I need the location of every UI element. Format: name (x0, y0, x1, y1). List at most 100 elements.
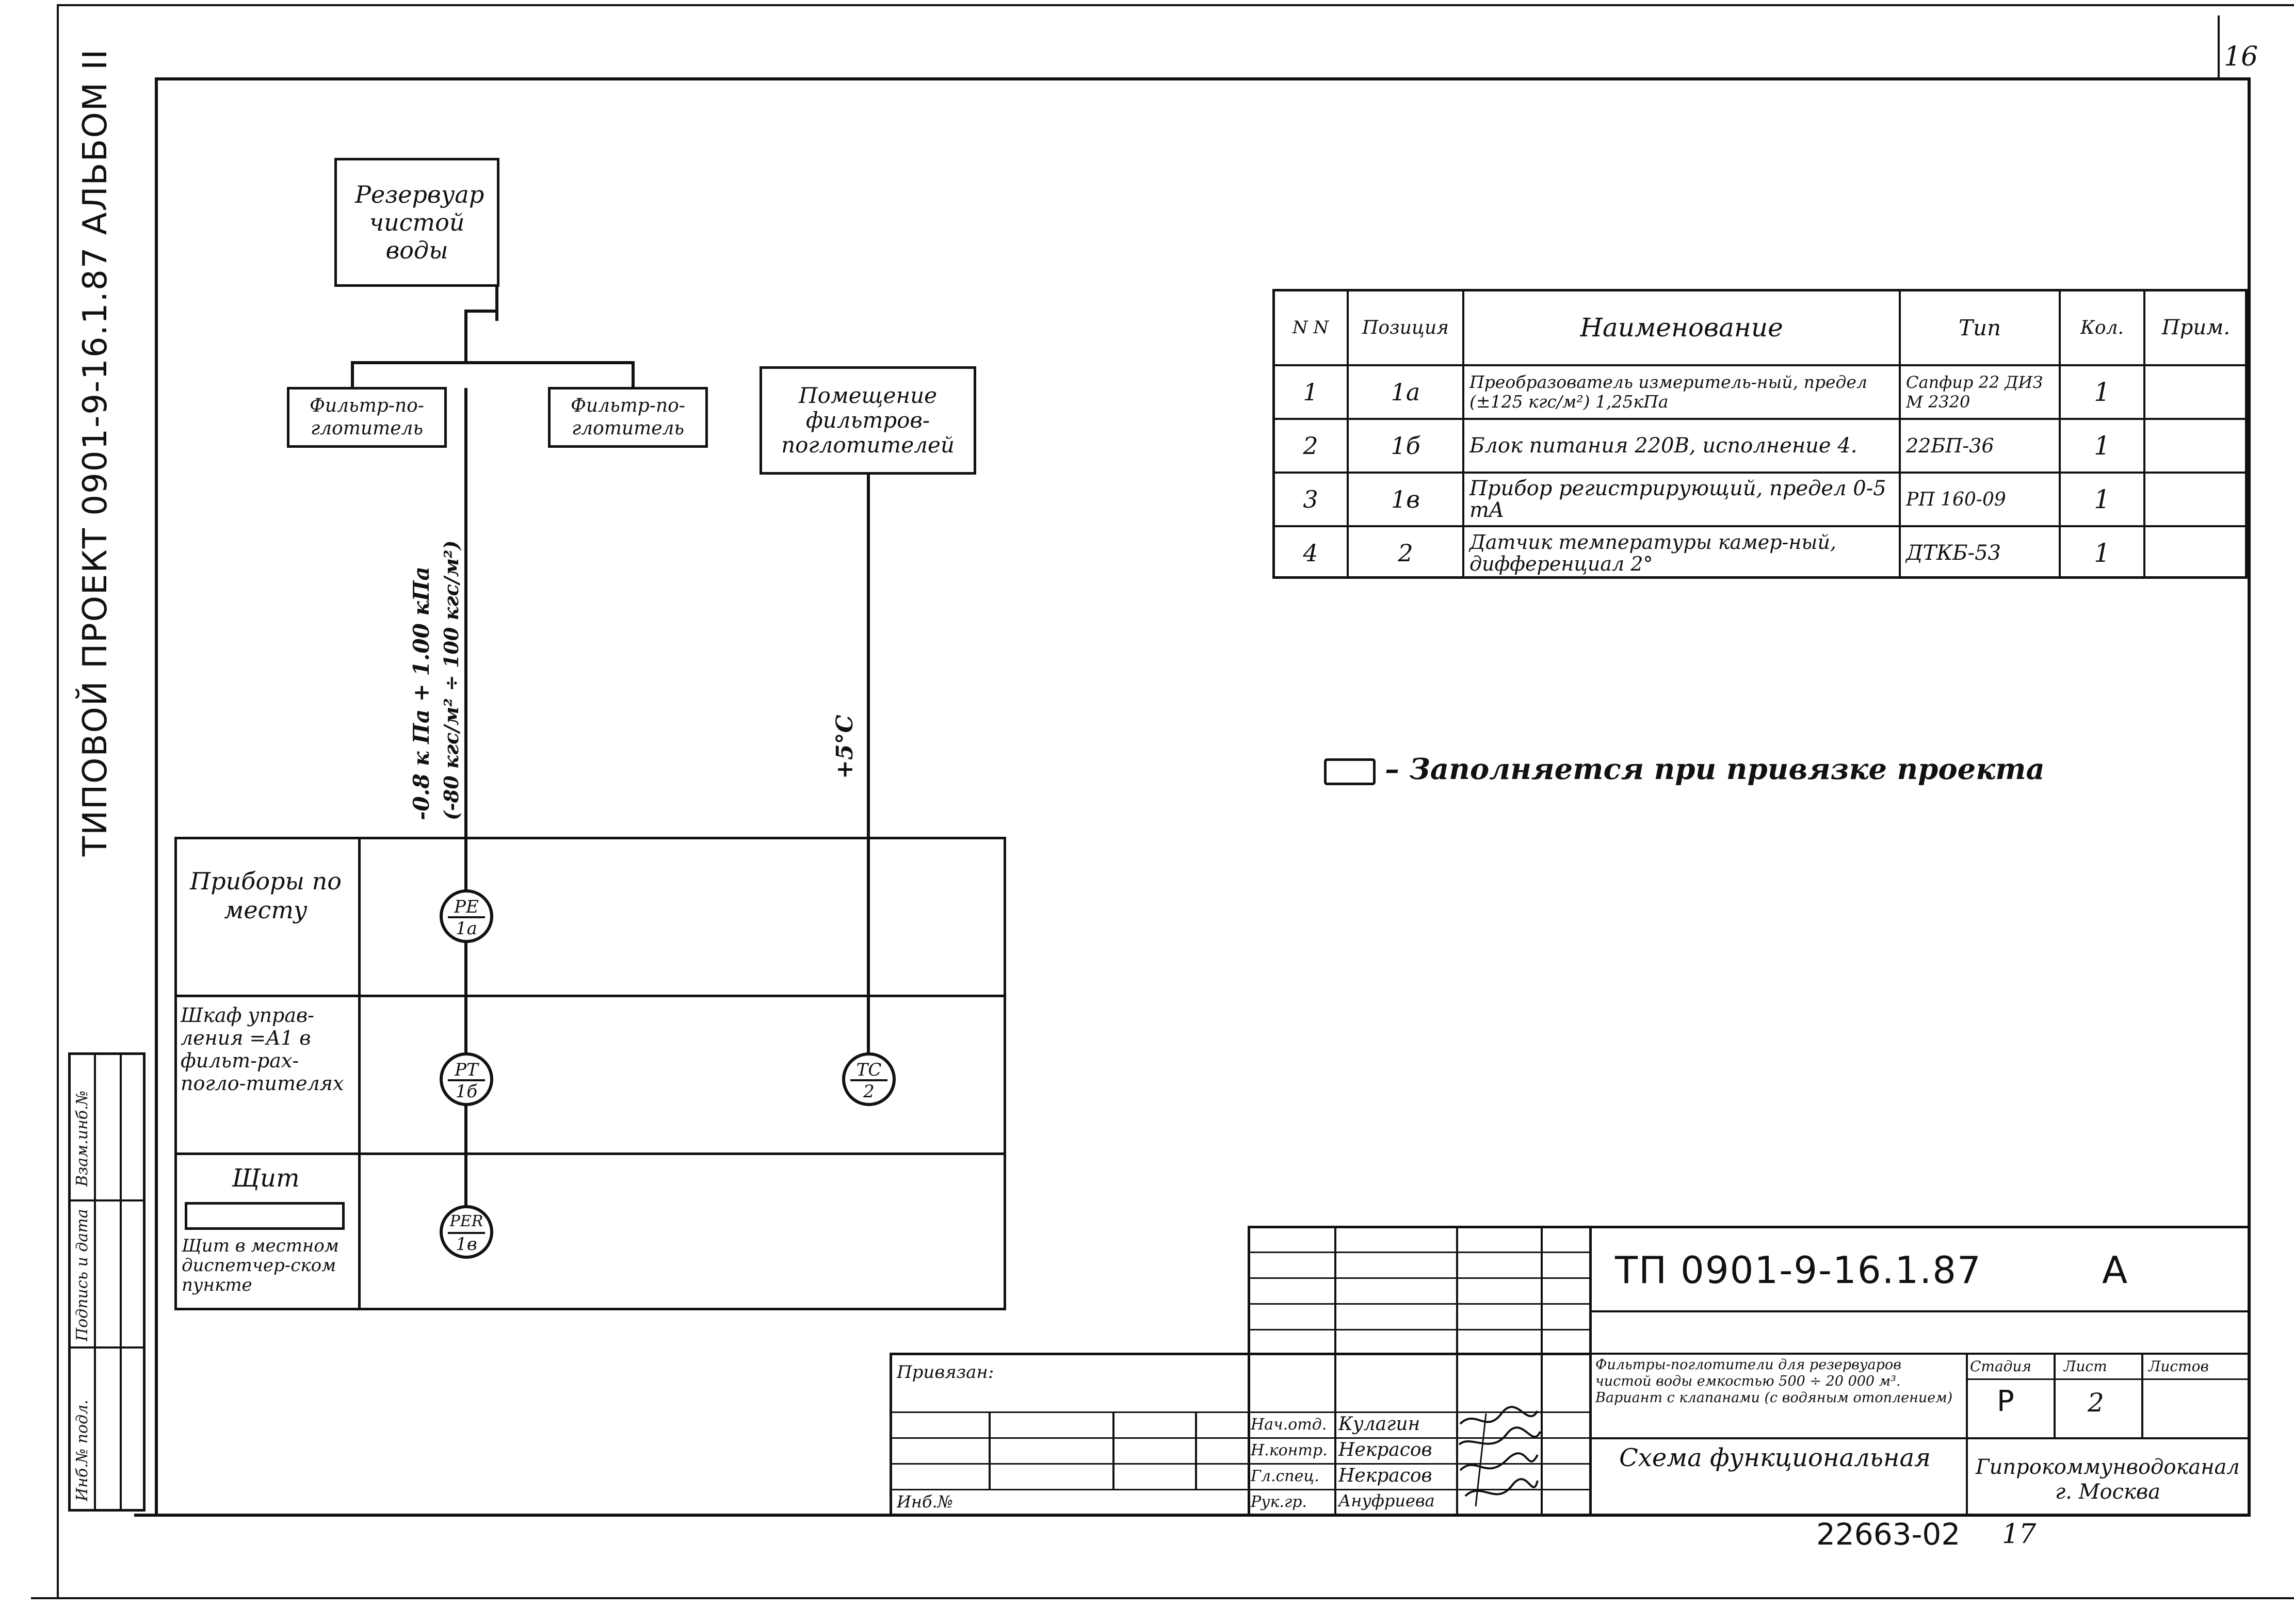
tb-privyazan-top (890, 1353, 1591, 1355)
branch-left-down (351, 361, 354, 388)
spec-row1-name: Преобразователь измеритель-ный, предел (… (1469, 372, 1867, 412)
tb-role-1: Нач.отд. (1251, 1416, 1327, 1434)
spec-row3-note (2145, 474, 2247, 525)
page-corner-number: 16 (2224, 41, 2258, 72)
stamp-inv-label: Инб.№ подл. (73, 1400, 91, 1501)
spec-row2-type: 22БП-36 (1906, 434, 1994, 457)
room-label: Помещение фильтров-поглотителей (781, 383, 955, 458)
tb-privyazan-label: Привязан: (897, 1362, 994, 1383)
tb-priv-col-2 (1112, 1411, 1114, 1489)
level-local-label: Приборы по месту (190, 867, 342, 924)
tb-row-1 (1248, 1252, 1591, 1253)
instrument-tc-pos: 2 (863, 1081, 875, 1102)
left-stamp-div2 (120, 1052, 122, 1512)
spec-row2-pos: 1б (1391, 432, 1420, 460)
tb-code: ТП 0901-9-16.1.87 (1615, 1248, 1982, 1292)
spec-row-3 (1272, 525, 2248, 527)
tb-sheets-label: Листов (2148, 1358, 2209, 1375)
spec-row4-type: ДТКБ-53 (1906, 541, 2001, 565)
tb-archive-no: 22663-02 (1816, 1517, 1961, 1552)
frame-top (155, 77, 2250, 80)
album-side-title: ТИПОВОЙ ПРОЕКТ 0901-9-16.1.87 АЛЬБОМ II (76, 48, 115, 856)
tb-name-1: Кулагин (1338, 1414, 1420, 1435)
instrument-pt-1b: PT 1б (440, 1052, 493, 1106)
filter-right-box: Фильтр-по-глотитель (548, 387, 708, 448)
filter-left-box: Фильтр-по-глотитель (287, 387, 447, 448)
spec-header-pos: Позиция (1362, 317, 1449, 338)
tb-role-2: Н.контр. (1251, 1441, 1328, 1459)
spec-row1-qty: 1 (2094, 377, 2110, 407)
spec-header-name: Наименование (1580, 313, 1783, 343)
tb-col-b (1456, 1226, 1458, 1517)
instrument-per-pos: 1в (456, 1234, 477, 1255)
tb-name-3: Некрасов (1338, 1465, 1432, 1486)
level-grid (174, 837, 1006, 1310)
instrument-pe-pos: 1а (456, 918, 477, 939)
spec-row4-n: 4 (1303, 539, 1318, 567)
spec-row4-name: Датчик температуры камер-ный, дифференци… (1469, 531, 1836, 575)
branch-right-down (632, 361, 635, 388)
reservoir-box: Резервуар чистой воды (334, 158, 499, 287)
tb-role-3: Гл.спец. (1251, 1467, 1319, 1485)
spec-row3-qty: 1 (2094, 484, 2110, 514)
pressure-label-1: -0.8 к Па + 1.00 кПа (409, 566, 434, 820)
branch-horizontal (351, 361, 635, 364)
tb-org-col (1966, 1437, 1968, 1517)
tb-col-c (1541, 1226, 1543, 1517)
signatures-scribble (1458, 1406, 1541, 1507)
level-cabinet-label: Шкаф управ-ления =А1 в фильт-рах-погло-т… (181, 1004, 344, 1095)
instrument-pe-1a: PE 1а (440, 889, 493, 943)
instrument-pt-code: PT (455, 1060, 478, 1080)
instrument-tc-divider (850, 1079, 887, 1081)
tb-top (1248, 1226, 2249, 1228)
left-stamp (68, 1052, 146, 1512)
spec-row-1 (1272, 418, 2248, 420)
instrument-pe-code: PE (454, 897, 479, 917)
spec-header-note: Прим. (2161, 316, 2231, 339)
tb-row-3 (1248, 1303, 1591, 1305)
tb-object-desc: Фильтры-поглотители для резервуаров чист… (1595, 1357, 1953, 1406)
spec-col-3 (1899, 289, 1901, 579)
level-grid-row2 (174, 1152, 1006, 1155)
outer-top-border (57, 4, 2294, 6)
instrument-per-code: PER (449, 1212, 483, 1230)
filter-left-label: Фильтр-по-глотитель (310, 395, 424, 439)
tb-sheet-label: Лист (2064, 1358, 2107, 1375)
spec-row1-pos: 1а (1391, 378, 1420, 406)
temperature-signal-line (867, 475, 870, 1073)
tb-inv-label: Инб.№ (897, 1492, 953, 1512)
tb-role-4: Рук.гр. (1251, 1493, 1307, 1511)
instrument-pe-divider (448, 916, 485, 918)
tb-priv-col-1 (989, 1411, 991, 1489)
tb-privyazan-left (890, 1353, 892, 1517)
tb-org: Гипрокоммунводоканал г. Москва (1976, 1455, 2240, 1504)
tb-name-2: Некрасов (1338, 1439, 1432, 1460)
spec-table (1272, 289, 2248, 579)
level-grid-row1 (174, 995, 1006, 997)
outer-bottom-border (31, 1597, 2294, 1599)
spec-row1-n: 1 (1303, 378, 1318, 406)
left-stamp-div1 (94, 1052, 96, 1512)
tb-sheet-col (2054, 1353, 2056, 1437)
tb-stage-value: Р (1997, 1385, 2014, 1418)
spec-header-type: Тип (1958, 315, 2001, 340)
tb-priv-col-3 (1195, 1411, 1197, 1489)
tb-desc-bottom (1589, 1437, 2249, 1439)
spec-row1-note (2145, 366, 2247, 418)
tb-archive-page: 17 (2002, 1519, 2037, 1550)
spec-col-1 (1347, 289, 1349, 579)
spec-row-h (1272, 364, 2248, 366)
spec-row2-name: Блок питания 220В, исполнение 4. (1469, 434, 1857, 458)
tb-left (1248, 1226, 1250, 1517)
instrument-pt-divider (448, 1079, 485, 1081)
spec-col-2 (1462, 289, 1464, 579)
frame-right (2248, 77, 2251, 1517)
pressure-label-2: (-80 кгс/м² ÷ 100 кгс/м²) (440, 540, 463, 820)
reservoir-down (495, 287, 498, 321)
legend-symbol-box (1324, 758, 1376, 785)
left-stamp-sep1 (68, 1199, 146, 1201)
spec-row2-n: 2 (1303, 432, 1318, 460)
reservoir-label: Резервуар чистой воды (355, 181, 484, 264)
spec-col-5 (2143, 289, 2145, 579)
tb-col-d (1589, 1226, 1592, 1517)
